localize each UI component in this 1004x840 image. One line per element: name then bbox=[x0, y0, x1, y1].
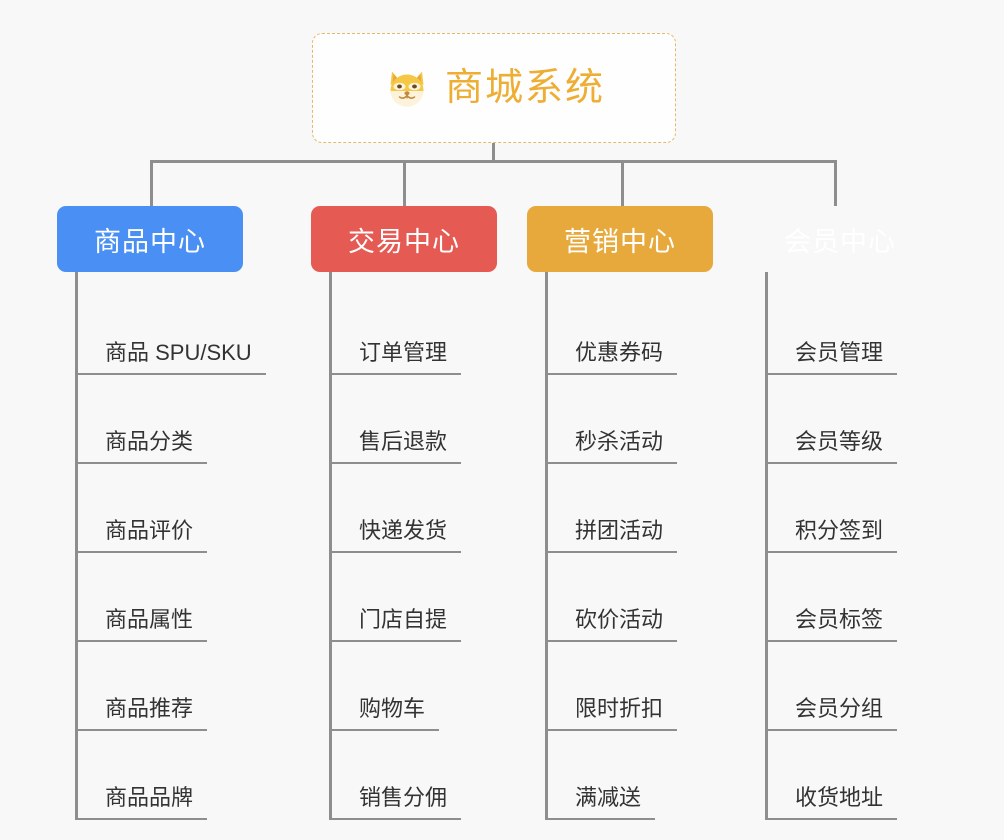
connector-horizontal-bar bbox=[150, 160, 837, 163]
leaf-label: 商品分类 bbox=[75, 424, 208, 464]
connector-drop-3 bbox=[621, 160, 624, 206]
list-item[interactable]: 拼团活动 bbox=[545, 464, 767, 553]
list-item[interactable]: 购物车 bbox=[329, 642, 551, 731]
list-item[interactable]: 秒杀活动 bbox=[545, 375, 767, 464]
root-node[interactable]: 商城系统 bbox=[312, 33, 676, 143]
leaf-list-2: 订单管理 售后退款 快递发货 门店自提 购物车 销售分佣 bbox=[311, 272, 551, 820]
branch-column-1: 商品中心 商品 SPU/SKU 商品分类 商品评价 商品属性 商品推荐 商品品牌 bbox=[57, 206, 297, 820]
leaf-label: 积分签到 bbox=[765, 513, 898, 553]
leaf-label: 会员管理 bbox=[765, 335, 898, 375]
leaf-label: 售后退款 bbox=[329, 424, 462, 464]
list-item[interactable]: 限时折扣 bbox=[545, 642, 767, 731]
leaf-label: 商品评价 bbox=[75, 513, 208, 553]
leaf-label: 满减送 bbox=[545, 780, 656, 820]
leaf-label: 秒杀活动 bbox=[545, 424, 678, 464]
list-item[interactable]: 会员等级 bbox=[765, 375, 987, 464]
connector-root-stem bbox=[492, 143, 495, 162]
leaf-label: 优惠券码 bbox=[545, 335, 678, 375]
list-item[interactable]: 收货地址 bbox=[765, 731, 987, 820]
leaf-spine-4 bbox=[765, 272, 768, 820]
category-header-1[interactable]: 商品中心 bbox=[57, 206, 243, 272]
leaf-list-3: 优惠券码 秒杀活动 拼团活动 砍价活动 限时折扣 满减送 bbox=[527, 272, 767, 820]
category-header-3[interactable]: 营销中心 bbox=[527, 206, 713, 272]
leaf-label: 会员等级 bbox=[765, 424, 898, 464]
list-item[interactable]: 商品属性 bbox=[75, 553, 297, 642]
list-item[interactable]: 销售分佣 bbox=[329, 731, 551, 820]
connector-drop-2 bbox=[403, 160, 406, 206]
list-item[interactable]: 快递发货 bbox=[329, 464, 551, 553]
list-item[interactable]: 商品分类 bbox=[75, 375, 297, 464]
branch-column-4: 会员中心 会员管理 会员等级 积分签到 会员标签 会员分组 收货地址 bbox=[747, 206, 987, 820]
leaf-spine-2 bbox=[329, 272, 332, 820]
leaf-label: 商品品牌 bbox=[75, 780, 208, 820]
list-item[interactable]: 商品评价 bbox=[75, 464, 297, 553]
leaf-label: 快递发货 bbox=[329, 513, 462, 553]
list-item[interactable]: 订单管理 bbox=[329, 286, 551, 375]
leaf-list-4: 会员管理 会员等级 积分签到 会员标签 会员分组 收货地址 bbox=[747, 272, 987, 820]
branch-column-3: 营销中心 优惠券码 秒杀活动 拼团活动 砍价活动 限时折扣 满减送 bbox=[527, 206, 767, 820]
leaf-label: 会员标签 bbox=[765, 602, 898, 642]
leaf-spine-1 bbox=[75, 272, 78, 820]
list-item[interactable]: 砍价活动 bbox=[545, 553, 767, 642]
leaf-label: 销售分佣 bbox=[329, 780, 462, 820]
category-header-4[interactable]: 会员中心 bbox=[784, 226, 896, 257]
leaf-label: 购物车 bbox=[329, 691, 440, 731]
list-item[interactable]: 商品推荐 bbox=[75, 642, 297, 731]
root-title: 商城系统 bbox=[444, 67, 605, 109]
list-item[interactable]: 会员管理 bbox=[765, 286, 987, 375]
list-item[interactable]: 满减送 bbox=[545, 731, 767, 820]
list-item[interactable]: 门店自提 bbox=[329, 553, 551, 642]
leaf-label: 限时折扣 bbox=[545, 691, 678, 731]
list-item[interactable]: 会员标签 bbox=[765, 553, 987, 642]
leaf-list-1: 商品 SPU/SKU 商品分类 商品评价 商品属性 商品推荐 商品品牌 bbox=[57, 272, 297, 820]
leaf-label: 会员分组 bbox=[765, 691, 898, 731]
shiba-dog-face-icon bbox=[390, 71, 424, 107]
list-item[interactable]: 商品品牌 bbox=[75, 731, 297, 820]
list-item[interactable]: 售后退款 bbox=[329, 375, 551, 464]
leaf-label: 门店自提 bbox=[329, 602, 462, 642]
leaf-label: 收货地址 bbox=[765, 780, 898, 820]
list-item[interactable]: 积分签到 bbox=[765, 464, 987, 553]
leaf-label: 砍价活动 bbox=[545, 602, 678, 642]
list-item[interactable]: 商品 SPU/SKU bbox=[75, 286, 297, 375]
leaf-label: 商品 SPU/SKU bbox=[75, 335, 266, 375]
category-header-2[interactable]: 交易中心 bbox=[311, 206, 497, 272]
connector-drop-4 bbox=[834, 160, 837, 206]
leaf-label: 拼团活动 bbox=[545, 513, 678, 553]
leaf-label: 商品推荐 bbox=[75, 691, 208, 731]
leaf-label: 商品属性 bbox=[75, 602, 208, 642]
list-item[interactable]: 会员分组 bbox=[765, 642, 987, 731]
branch-column-2: 交易中心 订单管理 售后退款 快递发货 门店自提 购物车 销售分佣 bbox=[311, 206, 551, 820]
connector-drop-1 bbox=[150, 160, 153, 206]
leaf-spine-3 bbox=[545, 272, 548, 820]
leaf-label: 订单管理 bbox=[329, 335, 462, 375]
list-item[interactable]: 优惠券码 bbox=[545, 286, 767, 375]
